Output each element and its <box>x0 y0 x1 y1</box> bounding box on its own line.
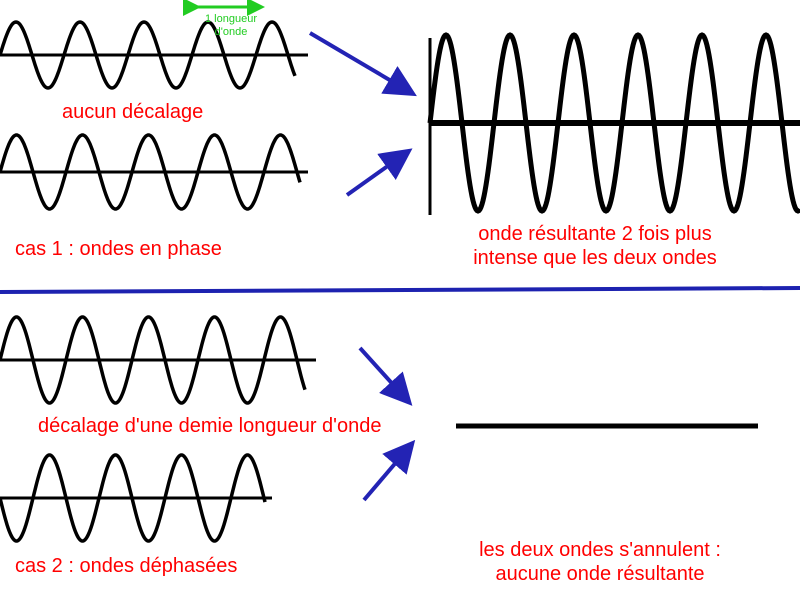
case2-wave-a <box>0 315 316 405</box>
case2-result-label: les deux ondes s'annulent : aucune onde … <box>440 538 760 586</box>
wavelength-label: 1 longueur d'onde <box>196 13 266 38</box>
case2-wave-a-curve <box>0 315 307 405</box>
case2-wave-b-curve <box>0 453 267 543</box>
half-wavelength-shift-label: décalage d'une demie longueur d'onde <box>38 415 382 437</box>
case1-resultant-wave <box>427 32 800 215</box>
wavelength-label-line1: 1 longueur <box>205 13 257 25</box>
case1-result-line2: intense que les deux ondes <box>473 247 717 269</box>
resultant-curve <box>427 32 800 214</box>
case-divider <box>0 286 800 294</box>
case2-arrow-top <box>358 346 413 406</box>
case2-result-line1: les deux ondes s'annulent : <box>479 539 721 561</box>
case1-wave-a <box>0 20 308 90</box>
case1-arrow-bottom <box>345 148 413 197</box>
case1-result-label: onde résultante 2 fois plus intense que … <box>430 222 760 270</box>
no-shift-label: aucun décalage <box>62 101 204 123</box>
wavelength-label-line2: d'onde <box>214 25 248 38</box>
case1-title: cas 1 : ondes en phase <box>15 238 222 260</box>
case2-wave-b <box>0 453 272 543</box>
case1-wave-a-curve <box>0 20 297 90</box>
case2-result-line2: aucune onde résultante <box>495 563 705 585</box>
case2-arrow-bottom <box>362 439 416 502</box>
case1-wave-b-curve <box>0 133 302 211</box>
case1-arrow-top <box>308 31 417 97</box>
case1-result-line1: onde résultante 2 fois plus <box>478 223 712 245</box>
case2-title: cas 2 : ondes déphasées <box>15 555 238 577</box>
case1-wave-b <box>0 133 308 211</box>
